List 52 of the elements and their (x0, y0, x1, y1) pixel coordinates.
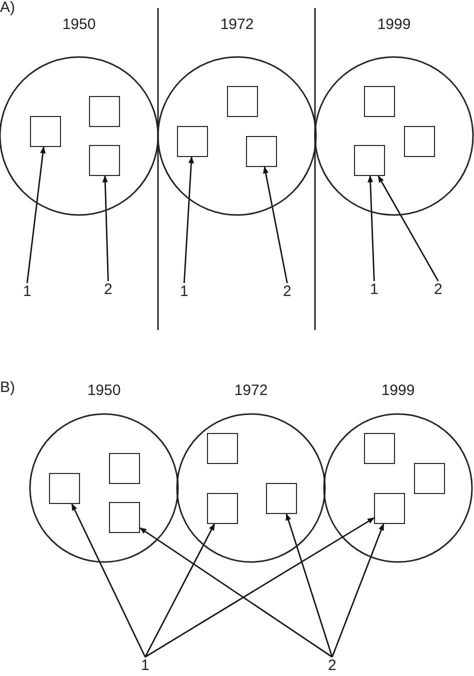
square-box (227, 86, 258, 117)
arrow (286, 513, 333, 658)
year-circle (323, 383, 473, 563)
arrow (144, 523, 216, 658)
arrow (183, 156, 194, 284)
square-box (404, 126, 435, 157)
number-label: 2 (283, 284, 292, 300)
year-label: 1950 (61, 17, 97, 33)
square-box (109, 453, 140, 484)
square-box (89, 96, 120, 127)
year-label: 1972 (219, 17, 255, 33)
square-box (89, 145, 120, 176)
year-circle (176, 383, 326, 563)
arrow (144, 517, 375, 658)
square-box (266, 483, 297, 514)
square-box (364, 86, 395, 117)
square-box (364, 433, 395, 464)
square-box (354, 145, 385, 176)
arrow (262, 166, 288, 284)
square-box (109, 502, 140, 533)
number-label: 1 (370, 282, 378, 298)
panel-label: A) (0, 0, 15, 16)
number-label: 2 (434, 282, 442, 298)
year-circle (157, 17, 317, 216)
arrow (102, 175, 109, 282)
square-box (177, 126, 208, 157)
year-label: 1999 (376, 17, 412, 33)
arrow (71, 503, 146, 658)
arrow (378, 175, 439, 282)
arrow (332, 523, 384, 658)
panel-label: B) (0, 380, 15, 396)
square-box (246, 136, 277, 167)
year-label: 1950 (86, 383, 122, 399)
number-label: 2 (328, 658, 336, 674)
number-label: 2 (104, 282, 112, 298)
year-label: 1972 (233, 383, 269, 399)
square-box (207, 433, 238, 464)
year-circle (0, 17, 159, 216)
arrow (26, 146, 46, 284)
number-label: 1 (180, 284, 188, 300)
square-box (49, 473, 80, 504)
square-box (414, 463, 445, 494)
year-circle (29, 383, 179, 563)
year-circle (314, 17, 474, 216)
arrow (368, 175, 375, 282)
number-label: 1 (141, 658, 150, 674)
square-box (207, 493, 238, 524)
number-label: 1 (23, 284, 32, 300)
square-box (374, 493, 405, 524)
year-label: 1999 (380, 383, 416, 399)
square-box (30, 116, 61, 147)
arrow (139, 527, 333, 658)
